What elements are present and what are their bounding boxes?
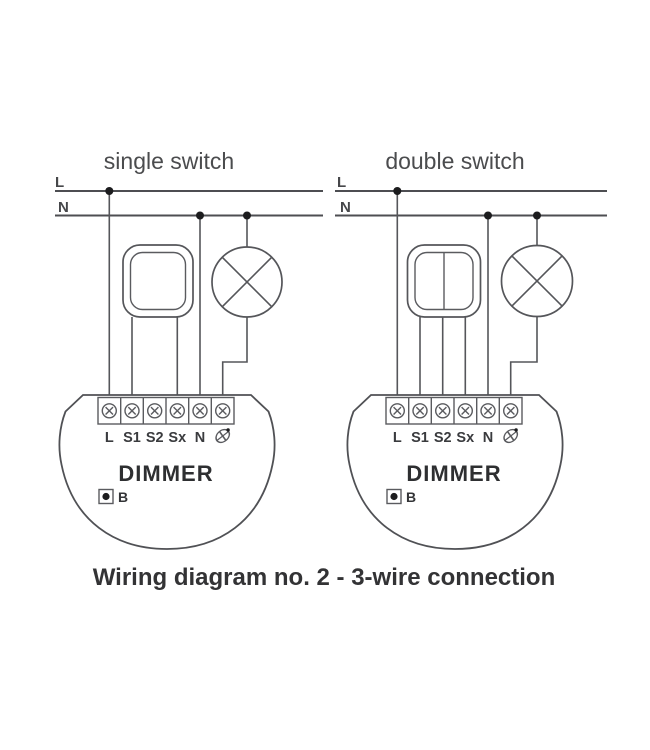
junction-dot <box>533 211 541 220</box>
lamp-return-wire <box>509 316 538 399</box>
diagram-title: single switch <box>104 148 234 174</box>
diagram-double-switch: double switch L N <box>335 148 607 550</box>
terminal-label-s2: S2 <box>146 430 164 446</box>
service-button-label: B <box>118 489 128 505</box>
diagram-single-switch: single switch L N <box>55 148 323 550</box>
lamp-icon <box>211 246 283 318</box>
terminal-label-s1: S1 <box>123 430 141 446</box>
terminal-strip <box>97 396 235 425</box>
service-button-label: B <box>406 489 416 505</box>
neutral-bus-label: N <box>58 199 69 216</box>
single-switch-symbol <box>122 244 194 318</box>
live-bus-label: L <box>337 174 346 191</box>
junction-dot <box>243 211 251 220</box>
neutral-bus-label: N <box>340 199 351 216</box>
service-button-icon <box>102 492 110 501</box>
terminal-label-n: N <box>195 430 205 446</box>
device-label: DIMMER <box>406 461 501 486</box>
junction-dot <box>196 211 204 220</box>
lamp-icon <box>500 244 574 318</box>
terminal-label-l: L <box>393 430 402 446</box>
terminal-strip <box>385 396 523 425</box>
dimmer-device: L S1 S2 Sx N DIMMER B <box>58 394 276 550</box>
terminal-label-n: N <box>483 430 493 446</box>
service-button-icon <box>390 492 398 501</box>
live-bus-label: L <box>55 174 64 191</box>
junction-dot <box>393 187 402 195</box>
lamp-return-wire <box>221 317 248 399</box>
caption: Wiring diagram no. 2 - 3-wire connection <box>93 564 556 591</box>
terminal-label-s2: S2 <box>434 430 452 446</box>
terminal-label-sx: Sx <box>456 430 474 446</box>
dimmer-device: L S1 S2 Sx N DIMMER B <box>346 394 564 550</box>
terminal-label-sx: Sx <box>168 430 186 446</box>
double-switch-symbol <box>406 244 482 318</box>
device-label: DIMMER <box>118 461 213 486</box>
diagram-title: double switch <box>385 148 524 174</box>
junction-dot <box>484 211 492 220</box>
junction-dot <box>105 187 114 195</box>
terminal-label-s1: S1 <box>411 430 429 446</box>
service-button: B <box>386 488 416 505</box>
service-button: B <box>98 488 128 505</box>
terminal-label-l: L <box>105 430 114 446</box>
